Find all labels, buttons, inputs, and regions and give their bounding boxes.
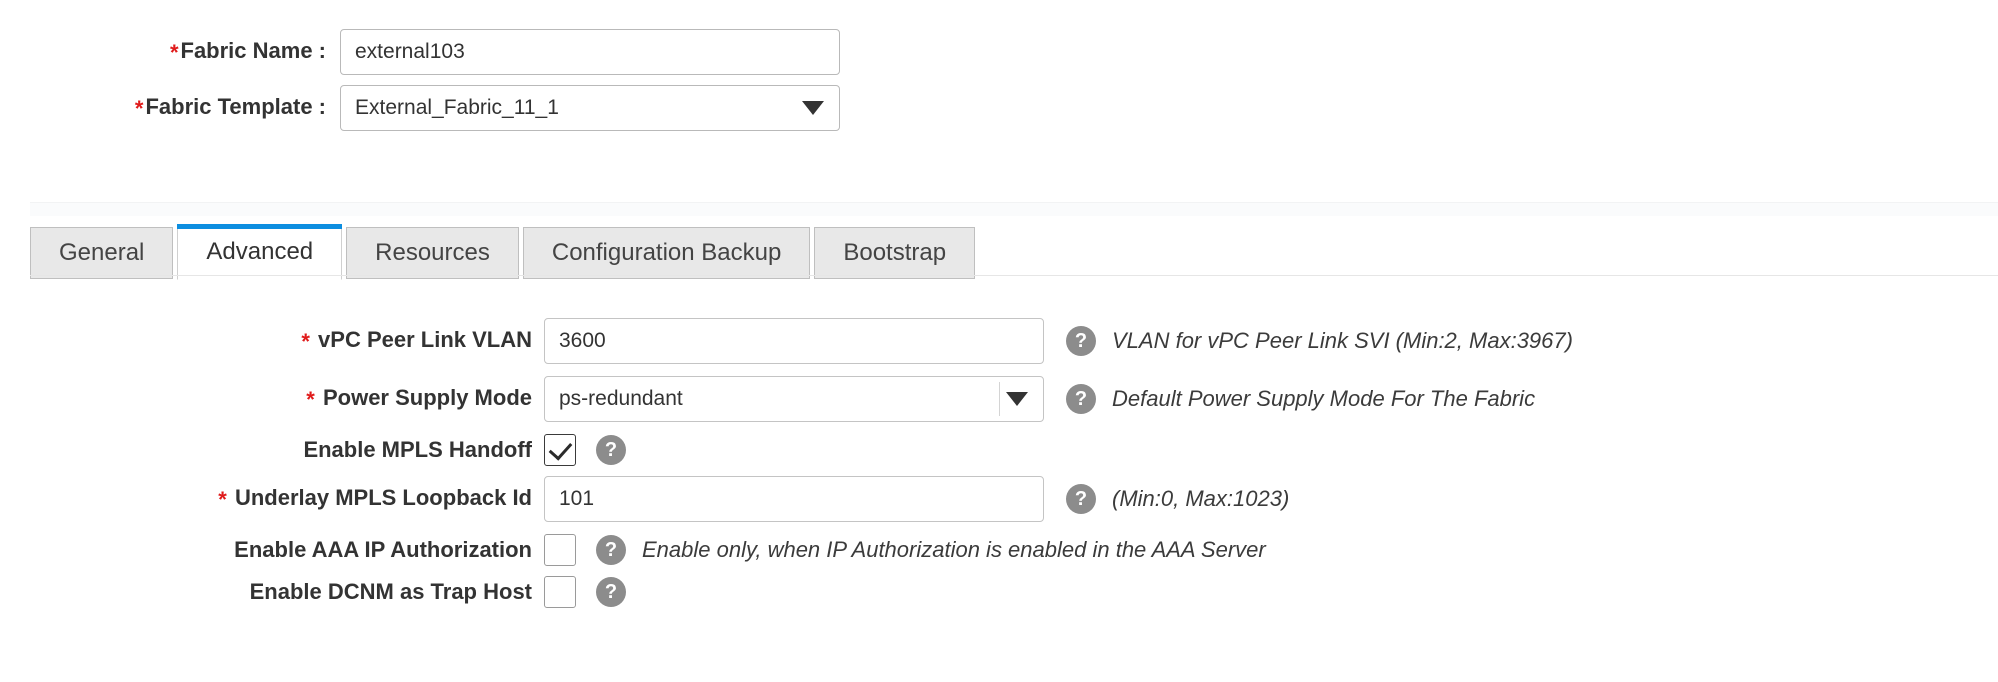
enable-aaa-ip-authorization-help-text: Enable only, when IP Authorization is en… <box>642 537 1266 562</box>
vpc-peer-link-vlan-control <box>544 318 1044 364</box>
required-star-icon: * <box>306 387 315 412</box>
fabric-template-select[interactable] <box>340 85 840 131</box>
question-mark-icon[interactable]: ? <box>596 577 626 607</box>
vpc-peer-link-vlan-help: ? VLAN for vPC Peer Link SVI (Min:2, Max… <box>1066 326 1573 356</box>
required-star-icon: * <box>169 40 179 65</box>
enable-dcnm-as-trap-host-label: Enable DCNM as Trap Host <box>249 579 532 604</box>
underlay-mpls-loopback-id-input[interactable] <box>544 476 1044 522</box>
fabric-template-label-text: Fabric Template : <box>145 94 326 119</box>
vpc-peer-link-vlan-label-text: vPC Peer Link VLAN <box>318 327 532 352</box>
enable-dcnm-as-trap-host-control: ? <box>544 576 1044 608</box>
row-enable-dcnm-as-trap-host: Enable DCNM as Trap Host ? <box>0 576 1998 608</box>
tab-configuration-backup[interactable]: Configuration Backup <box>522 227 811 279</box>
fabric-name-row: *Fabric Name : <box>0 24 1998 80</box>
required-star-icon: * <box>301 329 310 354</box>
enable-mpls-handoff-checkbox[interactable] <box>544 434 576 466</box>
fabric-settings-tabs: General Advanced Resources Configuration… <box>30 224 1998 280</box>
question-mark-icon[interactable]: ? <box>1066 384 1096 414</box>
power-supply-mode-help-text: Default Power Supply Mode For The Fabric <box>1112 386 1536 411</box>
fabric-template-row: *Fabric Template : <box>0 80 1998 136</box>
fabric-name-input[interactable] <box>340 29 840 75</box>
row-underlay-mpls-loopback-id: * Underlay MPLS Loopback Id ? (Min:0, Ma… <box>0 476 1998 522</box>
tab-resources[interactable]: Resources <box>346 227 519 279</box>
section-separator <box>30 202 1998 216</box>
underlay-mpls-loopback-id-help: ? (Min:0, Max:1023) <box>1066 484 1289 514</box>
enable-mpls-handoff-control: ? <box>544 434 1044 466</box>
question-mark-icon[interactable]: ? <box>596 535 626 565</box>
question-mark-icon[interactable]: ? <box>1066 484 1096 514</box>
tab-bootstrap[interactable]: Bootstrap <box>814 227 976 279</box>
question-mark-icon[interactable]: ? <box>596 435 626 465</box>
enable-aaa-ip-authorization-control: ? Enable only, when IP Authorization is … <box>544 534 1266 566</box>
power-supply-mode-help: ? Default Power Supply Mode For The Fabr… <box>1066 384 1535 414</box>
enable-aaa-ip-authorization-checkbox[interactable] <box>544 534 576 566</box>
enable-aaa-ip-authorization-label: Enable AAA IP Authorization <box>234 537 532 562</box>
vpc-peer-link-vlan-help-text: VLAN for vPC Peer Link SVI (Min:2, Max:3… <box>1112 328 1573 353</box>
underlay-mpls-loopback-id-help-text: (Min:0, Max:1023) <box>1112 486 1290 511</box>
power-supply-mode-select[interactable] <box>544 376 1044 422</box>
row-enable-aaa-ip-authorization: Enable AAA IP Authorization ? Enable onl… <box>0 534 1998 566</box>
fabric-template-label: *Fabric Template : <box>0 94 340 122</box>
enable-mpls-handoff-label: Enable MPLS Handoff <box>303 437 532 462</box>
vpc-peer-link-vlan-input[interactable] <box>544 318 1044 364</box>
tab-strip-underline <box>30 275 1998 276</box>
row-enable-mpls-handoff: Enable MPLS Handoff ? <box>0 434 1998 466</box>
power-supply-mode-label-text: Power Supply Mode <box>322 385 532 410</box>
underlay-mpls-loopback-id-label-text: Underlay MPLS Loopback Id <box>234 485 532 510</box>
tab-advanced[interactable]: Advanced <box>177 224 343 280</box>
fabric-name-label: *Fabric Name : <box>0 38 340 66</box>
enable-dcnm-as-trap-host-checkbox[interactable] <box>544 576 576 608</box>
vpc-peer-link-vlan-label: * vPC Peer Link VLAN <box>0 327 544 355</box>
underlay-mpls-loopback-id-control <box>544 476 1044 522</box>
row-power-supply-mode: * Power Supply Mode ? Default Power Supp… <box>0 376 1998 422</box>
power-supply-mode-value[interactable] <box>544 376 1044 422</box>
row-vpc-peer-link-vlan: * vPC Peer Link VLAN ? VLAN for vPC Peer… <box>0 318 1998 364</box>
tab-general[interactable]: General <box>30 227 174 279</box>
fabric-name-label-text: Fabric Name : <box>180 38 327 63</box>
fabric-header-form: *Fabric Name : *Fabric Template : <box>0 0 1998 136</box>
power-supply-mode-label: * Power Supply Mode <box>0 385 544 413</box>
question-mark-icon[interactable]: ? <box>1066 326 1096 356</box>
underlay-mpls-loopback-id-label: * Underlay MPLS Loopback Id <box>0 485 544 513</box>
fabric-template-value[interactable] <box>340 85 840 131</box>
advanced-tab-panel: * vPC Peer Link VLAN ? VLAN for vPC Peer… <box>0 318 1998 618</box>
required-star-icon: * <box>218 487 227 512</box>
power-supply-mode-control <box>544 376 1044 422</box>
required-star-icon: * <box>134 96 144 121</box>
